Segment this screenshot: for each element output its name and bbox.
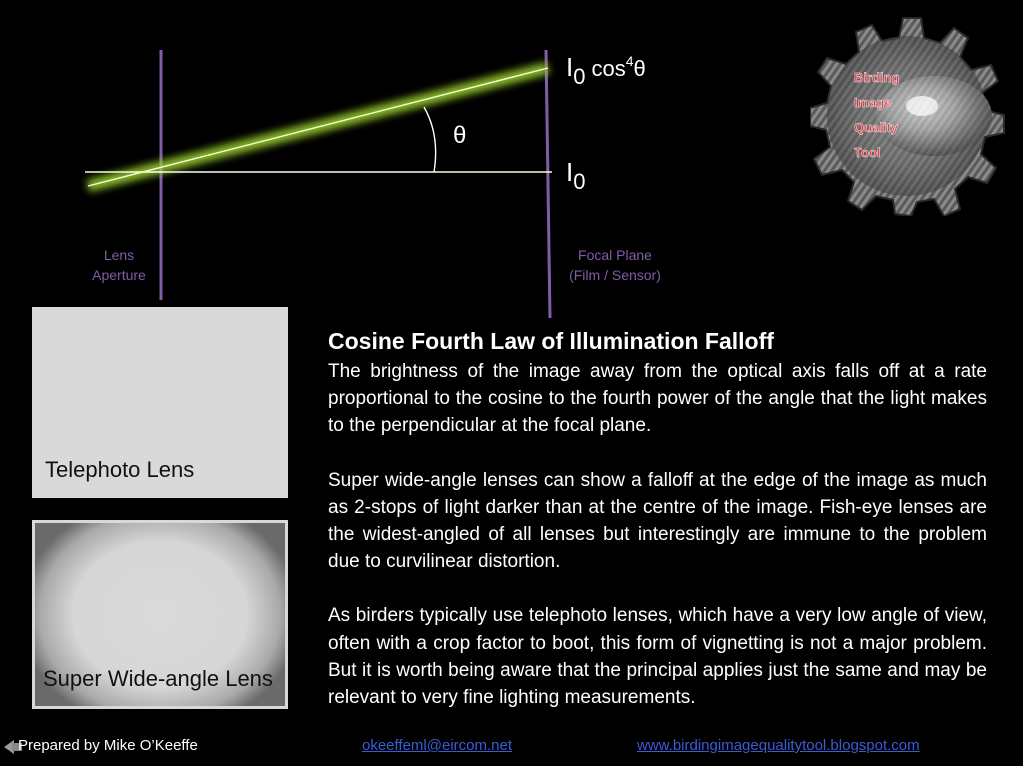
focal-label-line2: (Film / Sensor) <box>569 267 661 283</box>
focal-plane-label: Focal Plane (Film / Sensor) <box>556 245 674 285</box>
logo-word-image: Image <box>854 95 892 110</box>
telephoto-lens-sample: Telephoto Lens <box>32 307 288 498</box>
logo-word-birding: Birding <box>854 70 900 85</box>
logo-word-tool: Tool <box>854 145 880 160</box>
focal-plane-line <box>544 49 552 319</box>
prepared-by-text: Prepared by Mike O’Keeffe <box>18 737 198 754</box>
email-link[interactable]: okeeffeml@eircom.net <box>362 737 513 754</box>
intensity-subscript: 0 <box>573 169 586 194</box>
lens-label-line1: Lens <box>103 247 135 263</box>
website-link[interactable]: www.birdingimagequalitytool.blogspot.com <box>637 737 920 754</box>
birding-image-quality-tool-logo: Birding Image Quality Tool <box>810 17 1005 216</box>
lens-aperture-label: Lens Aperture <box>78 245 160 285</box>
theta-label: θ <box>453 122 467 149</box>
logo-word-quality: Quality <box>854 120 899 135</box>
email-link-wrapper: okeeffeml@eircom.net <box>362 737 512 754</box>
article-paragraph-1: The brightness of the image away from th… <box>328 361 987 437</box>
article-paragraph-2: Super wide-angle lenses can show a fallo… <box>328 469 987 573</box>
focal-label-line1: Focal Plane <box>578 247 652 263</box>
article-title: Cosine Fourth Law of Illumination Fallof… <box>328 328 774 354</box>
cosine-angle: θ <box>633 56 646 81</box>
intensity-symbol: I <box>566 157 574 187</box>
back-arrow-icon[interactable] <box>4 740 14 754</box>
angle-arc <box>423 106 437 173</box>
back-arrow-tail-icon <box>12 743 22 751</box>
article-body: Cosine Fourth Law of Illumination Fallof… <box>328 326 987 711</box>
wide-angle-lens-label: Super Wide-angle Lens <box>43 666 273 691</box>
lens-icon <box>876 76 992 156</box>
lens-label-line2: Aperture <box>92 267 146 283</box>
website-link-wrapper: www.birdingimagequalitytool.blogspot.com <box>637 737 920 754</box>
wide-angle-lens-sample: Super Wide-angle Lens <box>32 520 288 709</box>
article-paragraph-3: As birders typically use telephoto lense… <box>328 605 987 709</box>
axis-ray-intensity-label: I0 <box>566 157 585 195</box>
intensity-symbol: I <box>566 52 574 82</box>
cosine-power: 4 <box>625 53 634 69</box>
cosine-function: cos <box>591 56 626 81</box>
telephoto-lens-label: Telephoto Lens <box>45 457 195 482</box>
intensity-subscript: 0 <box>573 64 586 89</box>
optics-diagram <box>85 49 552 319</box>
oblique-ray <box>87 67 549 187</box>
